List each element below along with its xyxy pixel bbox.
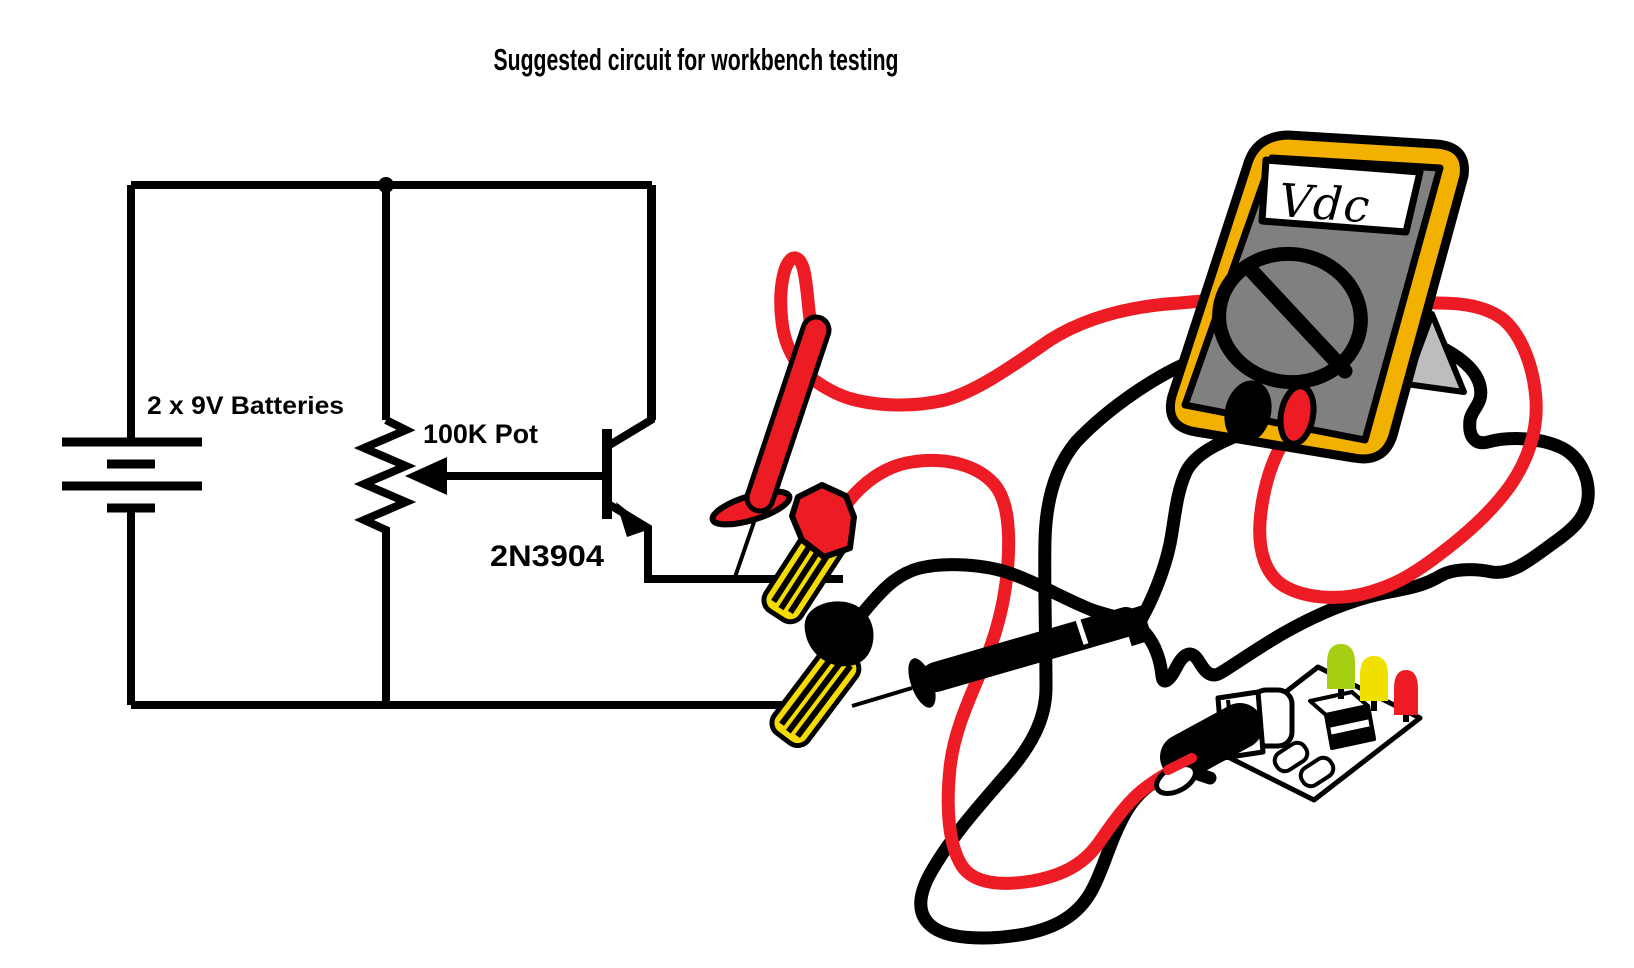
probe-needle — [851, 686, 913, 708]
probe-needle — [732, 521, 756, 581]
black-probe — [851, 605, 1153, 708]
potentiometer-symbol — [353, 416, 417, 705]
transistor-symbol — [602, 185, 843, 583]
dc-plug-barrel — [1160, 703, 1263, 780]
wiper-arrow — [405, 457, 447, 495]
battery-symbol — [62, 437, 202, 513]
black-clip-lead — [855, 335, 1595, 688]
alligator-clip-red — [761, 482, 857, 625]
probe-collar — [908, 658, 936, 708]
component-stack — [1308, 690, 1376, 750]
black-meter-lead — [1135, 429, 1243, 625]
clip-boot-red — [789, 482, 857, 560]
page-title: Suggested circuit for workbench testing — [494, 42, 899, 77]
led-leads — [1338, 684, 1409, 722]
red-probe — [709, 314, 832, 581]
meter-display-text: Vdc — [1277, 173, 1372, 233]
wire-bottom-rail — [127, 508, 800, 709]
red-led — [1394, 670, 1418, 715]
capacitor — [1272, 740, 1336, 789]
green-led — [1327, 644, 1355, 689]
clip-boot-black — [804, 601, 874, 667]
red-socket-plug — [1277, 383, 1317, 447]
probe-body-red — [749, 319, 827, 509]
test-board — [1154, 644, 1423, 803]
red-clip-lead — [841, 453, 1195, 890]
multimeter: Vdc — [1166, 130, 1469, 464]
circuit-schematic — [62, 177, 843, 709]
transistor-label: 2N3904 — [490, 540, 604, 573]
meter-display — [1258, 156, 1424, 236]
junction-dot — [378, 177, 394, 193]
alligator-clip-black — [769, 601, 874, 749]
meter-dial-pointer — [1241, 260, 1353, 379]
plug-red-wire-stub — [1163, 753, 1197, 775]
pot-label: 100K Pot — [423, 419, 538, 449]
black-socket-plug — [1224, 380, 1272, 444]
probe-body-black — [921, 607, 1141, 692]
yellow-led — [1360, 656, 1388, 701]
battery-label: 2 x 9V Batteries — [147, 392, 344, 420]
